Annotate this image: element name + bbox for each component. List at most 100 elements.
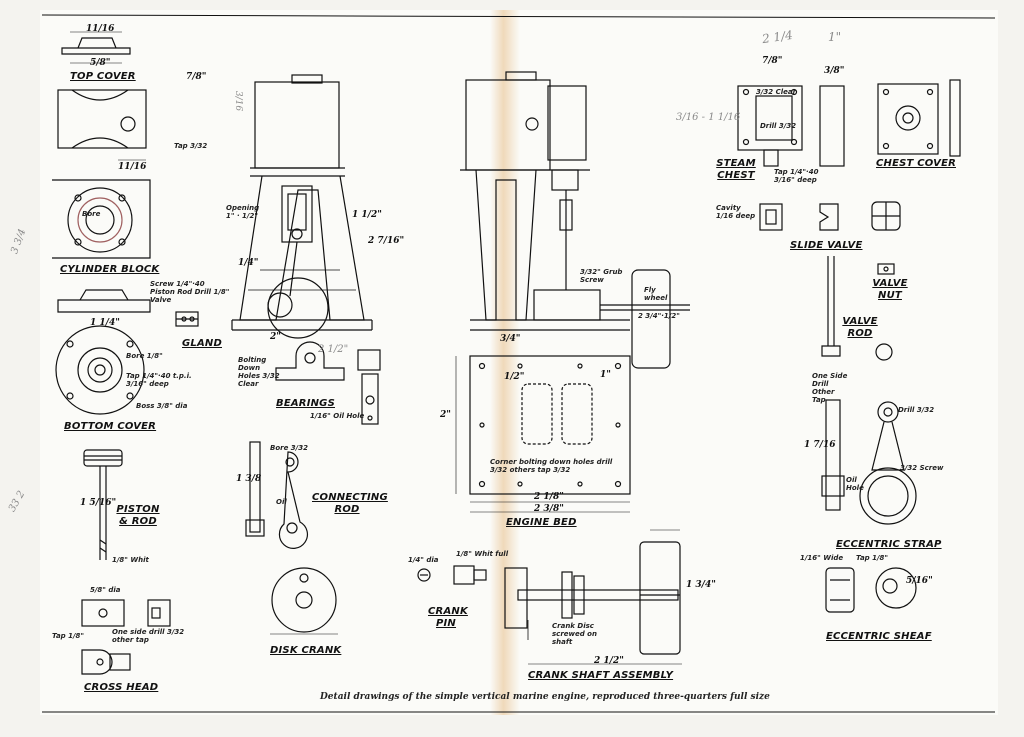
- note-dia-14: 1/4" dia: [408, 556, 439, 564]
- label-eccentric-sheaf: ECCENTRIC SHEAF: [826, 631, 932, 642]
- label-crank-pin: CRANK PIN: [428, 606, 468, 629]
- note-oil: Oil: [276, 498, 287, 506]
- note-screw-32: 3/32 Screw: [900, 464, 944, 472]
- label-gland: GLAND: [182, 338, 222, 349]
- label-valve-nut: VALVE NUT: [872, 278, 908, 301]
- note-tap-40tpi: Tap 1/4"·40 t.p.i. 3/16" deep: [126, 372, 192, 388]
- engine-bed-drawing: [455, 355, 631, 513]
- label-piston-rod: PISTON & ROD: [116, 504, 160, 527]
- dim-total-height: 2 7/16": [368, 236, 405, 246]
- note-dia-58: 5/8" dia: [90, 586, 121, 594]
- note-bore-connecting-rod: Bore 3/32: [270, 444, 308, 452]
- crank-pin-drawing: [417, 565, 487, 585]
- note-drill-32b: Drill 3/32: [898, 406, 935, 414]
- cylinder-block-top: [52, 179, 151, 259]
- label-slide-valve: SLIDE VALVE: [790, 240, 863, 251]
- label-bottom-cover: BOTTOM COVER: [64, 421, 157, 432]
- valve-rod-drawing: [821, 256, 895, 361]
- top-cover-drawing: [61, 31, 131, 64]
- dim-conrod-length: 1 3/8: [236, 474, 262, 484]
- note-flywheel-size: 2 3/4"·1/2": [638, 312, 680, 320]
- label-disk-crank: DISK CRANK: [270, 645, 342, 656]
- note-tap-1440: Tap 1/4"·40 3/16" deep: [774, 168, 819, 184]
- dim-port-face-width: 7/8": [186, 72, 207, 82]
- note-crank-disc-screwed: Crank Disc screwed on shaft: [552, 622, 597, 646]
- label-valve-rod: VALVE ROD: [842, 316, 878, 339]
- dim-sheaf-offset: 5/16": [906, 576, 933, 586]
- note-corner-bolting: Corner bolting down holes drill 3/32 oth…: [490, 458, 613, 474]
- note-fly-wheel: Fly wheel: [644, 286, 668, 302]
- note-one-side-drill: One side drill 3/32 other tap: [112, 628, 185, 644]
- pencil-note-5: 3/16: [233, 90, 244, 112]
- note-oil-hole: 1/16" Oil Hole: [310, 412, 365, 420]
- dim-bed-gap: 1": [600, 370, 611, 380]
- dim-bed-height: 2": [440, 410, 451, 420]
- bearings-drawing: [275, 341, 381, 425]
- label-steam-chest: STEAM CHEST: [716, 158, 756, 181]
- label-bearings: BEARINGS: [276, 398, 335, 409]
- note-tap-18: Tap 1/8": [52, 632, 85, 640]
- eccentric-strap-drawing: [821, 399, 917, 525]
- pencil-note-3: 3/16 - 1 1/16: [676, 112, 741, 123]
- label-cross-head: CROSS HEAD: [84, 682, 159, 693]
- dim-cylinder-height: 11/16: [118, 162, 147, 172]
- note-oil-hole2: Oil Hole: [846, 476, 864, 492]
- engine-side-elevation: [460, 71, 690, 369]
- note-wide-16: 1/16" Wide: [800, 554, 844, 562]
- note-tap-32: Tap 3/32: [174, 142, 208, 150]
- label-cylinder-block: CYLINDER BLOCK: [60, 264, 160, 275]
- label-chest-cover: CHEST COVER: [876, 158, 956, 169]
- note-bore-bottom-cover: Bore 1/8": [126, 352, 163, 360]
- note-full-thread: 1/8" Whit full: [456, 550, 509, 558]
- dim-bed-offset: 3/4": [500, 334, 521, 344]
- note-drill-32: Drill 3/32: [760, 122, 797, 130]
- chest-cover-drawing: [877, 79, 961, 157]
- note-opening: Opening 1" · 1/2": [226, 204, 260, 220]
- dim-base-width: 2": [270, 332, 281, 342]
- dim-top-cover-width: 11/16: [86, 24, 115, 34]
- note-grub-screw: 3/32" Grub Screw: [580, 268, 623, 284]
- note-tap-18b: Tap 1/8": [856, 554, 889, 562]
- dim-standard-height: 1 1/2": [352, 210, 382, 220]
- dim-bed-outer: 2 3/8": [534, 504, 564, 514]
- dim-rod-length: 1 5/16": [80, 498, 117, 508]
- note-bolting: Bolting Down Holes 3/32 Clear: [238, 356, 280, 388]
- label-crank-shaft-assembly: CRANK SHAFT ASSEMBLY: [528, 670, 674, 681]
- crank-shaft-assembly-drawing: [504, 529, 682, 665]
- dim-shaft-length: 2 1/2": [594, 656, 624, 666]
- connecting-rod-drawing: [245, 441, 309, 549]
- note-cavity: Cavity 1/16 deep: [716, 204, 756, 220]
- label-engine-bed: ENGINE BED: [506, 517, 577, 528]
- eccentric-sheaf-drawing: [825, 567, 917, 613]
- pencil-note-4: 2 1/2": [318, 344, 349, 355]
- figure-caption: Detail drawings of the simple vertical m…: [320, 692, 770, 702]
- disk-crank-drawing: [270, 567, 338, 635]
- note-boss-dia: Boss 3/8" dia: [136, 402, 188, 410]
- dim-chest-depth: 3/8": [824, 66, 845, 76]
- dim-bed-half: 1/2": [504, 372, 525, 382]
- dim-bed-inner: 2 1/8": [534, 492, 564, 502]
- dim-flywheel-dia: 1 3/4": [686, 580, 716, 590]
- dim-chest-width: 7/8": [762, 56, 783, 66]
- steam-chest-drawing: [737, 85, 845, 167]
- note-clear-32: 3/32 Clear: [756, 88, 797, 96]
- drawing-sheet: [40, 10, 998, 715]
- dim-bottom-cover-width: 1 1/4": [90, 318, 120, 328]
- label-eccentric-strap: ECCENTRIC STRAP: [836, 539, 942, 550]
- label-top-cover: TOP COVER: [70, 71, 136, 82]
- note-bore: Bore: [82, 210, 101, 218]
- cylinder-block-side: [57, 89, 147, 161]
- dim-quarter: 1/4": [238, 258, 259, 268]
- pencil-note-2: 1": [828, 30, 842, 44]
- engine-front-elevation: [231, 74, 373, 339]
- label-connecting-rod: CONNECTING ROD: [312, 492, 388, 515]
- piston-and-rod-drawing: [83, 449, 123, 560]
- slide-valve-drawing: [759, 201, 901, 231]
- dim-top-cover-base: 5/8": [90, 58, 111, 68]
- note-one-side-drill-valve: One Side Drill Other Tap: [812, 372, 848, 404]
- bottom-cover-drawing: [55, 289, 151, 415]
- note-screw-piston: Screw 1/4"·40 Piston Rod Drill 1/8" Valv…: [150, 280, 230, 304]
- note-whit: 1/8" Whit: [112, 556, 149, 564]
- cross-head-drawing: [81, 599, 171, 675]
